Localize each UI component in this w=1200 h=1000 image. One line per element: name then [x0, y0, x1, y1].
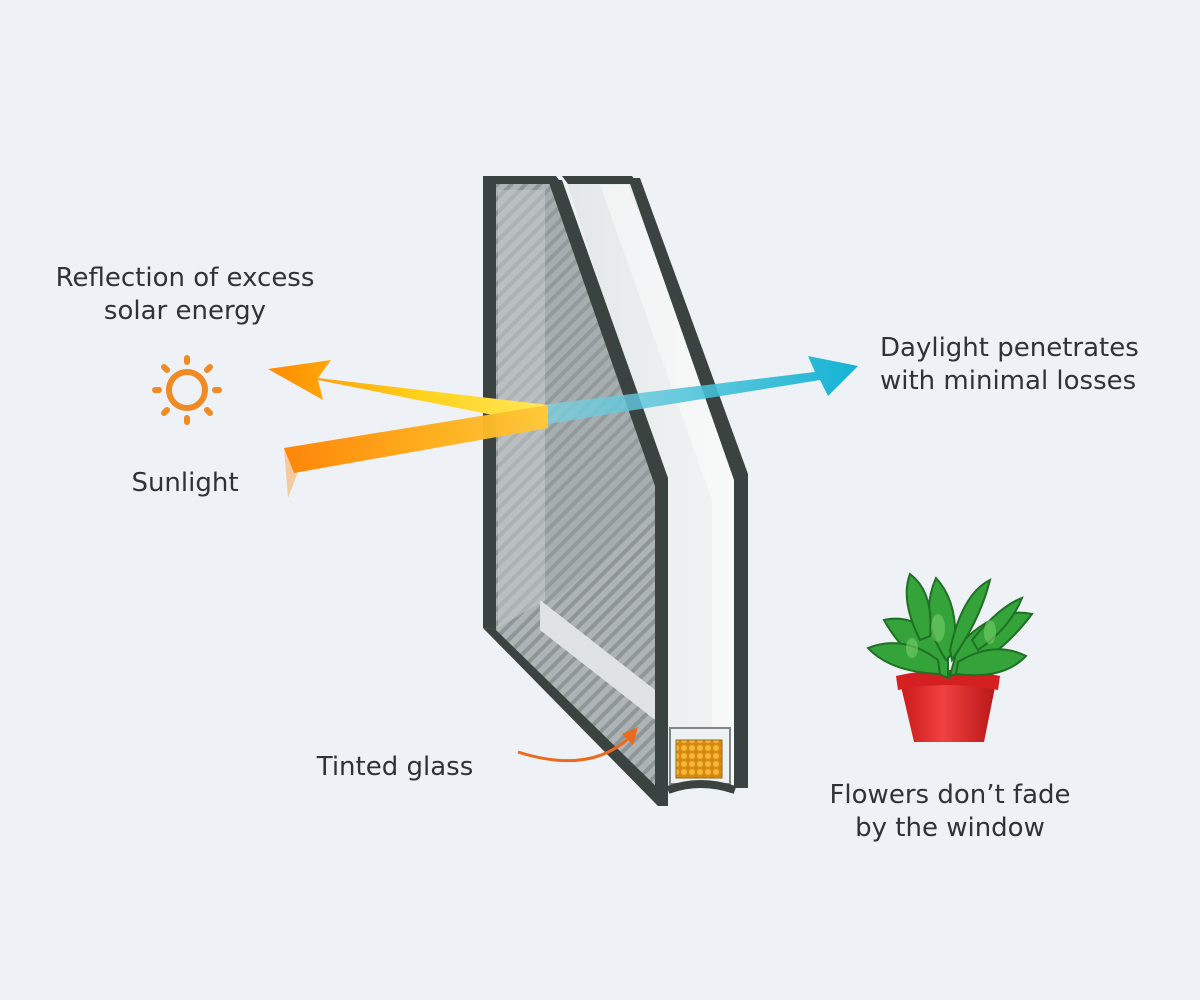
curved-arrow-icon [517, 727, 638, 763]
tinted-glass-pane [489, 181, 668, 795]
plant-pot-icon [866, 572, 1034, 742]
daylight-label-line-1: Daylight penetrates [880, 333, 1139, 363]
reflection-label-line-1: Reflection of excess [55, 263, 315, 293]
sunlight-arrow [284, 405, 548, 498]
spacer-bar [540, 600, 737, 794]
clear-glass-pane [566, 180, 744, 790]
reflection-label-line-2: solar energy [103, 296, 267, 326]
flowers-label: Flowers don’t fade by the window [800, 779, 1100, 845]
tinted-glass-label: Tinted glass [316, 752, 474, 782]
flowers-label-line-2: by the window [855, 813, 1045, 843]
reflection-label: Reflection of excess solar energy [40, 262, 330, 328]
daylight-label: Daylight penetrates with minimal losses [880, 332, 1150, 398]
sun-icon [152, 355, 222, 425]
flowers-label-line-1: Flowers don’t fade [829, 780, 1071, 810]
daylight-label-line-2: with minimal losses [880, 366, 1137, 396]
reflection-arrow [268, 360, 548, 426]
sunlight-label: Sunlight [131, 468, 239, 498]
daylight-arrow [548, 356, 858, 424]
